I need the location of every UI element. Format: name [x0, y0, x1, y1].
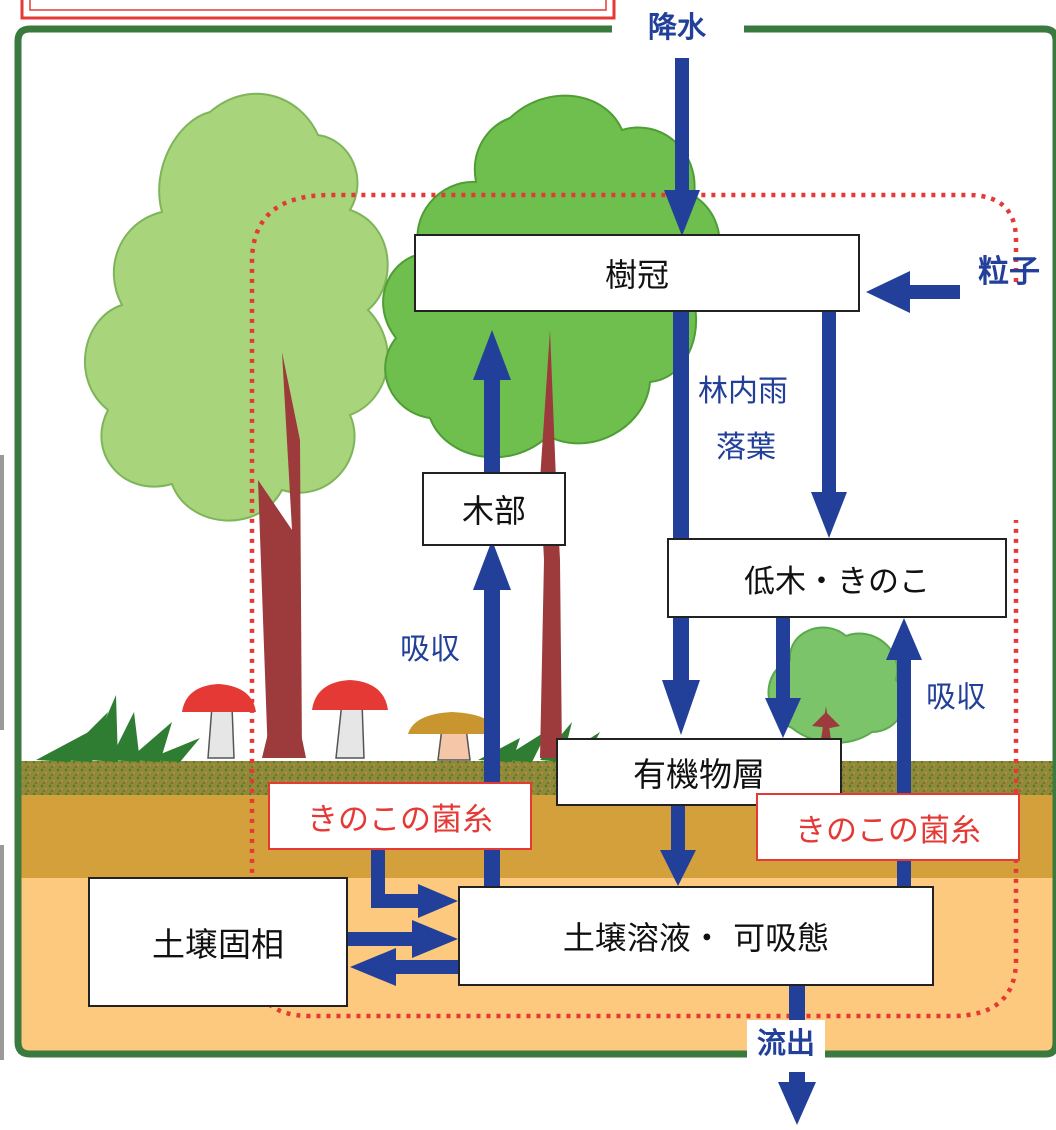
soil-solid-to-solution-arrow: [348, 920, 458, 958]
particles-arrow: [866, 271, 960, 313]
ecosystem-boundary-dotted: [249, 192, 1019, 1019]
left-edge-fragment: [0, 455, 4, 730]
left-edge-fragment: [0, 845, 4, 1060]
left-tree-illustration: [84, 92, 389, 758]
soil-solution-box: 土壌溶液・ 可吸態: [458, 886, 934, 986]
grass-tuft: [36, 695, 200, 762]
header-banner-fragment: [20, 0, 616, 20]
canopy-to-shrub-arrow: [811, 312, 847, 538]
soil-solid-box: 土壌固相: [88, 877, 348, 1007]
particles-label: 粒子: [978, 254, 1040, 290]
outflow-arrow: [778, 986, 816, 1125]
canopy-box: 樹冠: [414, 234, 860, 312]
mushroom-tan: [408, 712, 498, 761]
precipitation-arrow: [664, 58, 700, 236]
mycelium-left-box: きのこの菌糸: [268, 782, 532, 850]
shrub-to-organic-arrow: [765, 618, 801, 738]
wood-to-canopy-arrow: [473, 330, 511, 472]
wood-box: 木部: [422, 472, 566, 546]
litterfall-label: 落葉: [716, 430, 776, 465]
precipitation-label: 降水: [638, 4, 717, 46]
mushroom-red-2: [312, 680, 388, 759]
throughfall-label: 林内雨: [698, 374, 788, 409]
mycelium-right-box: きのこの菌糸: [756, 793, 1020, 861]
soil-solution-to-solid-arrow: [350, 948, 458, 986]
shrub-mushroom-box: 低木・きのこ: [667, 538, 1007, 618]
absorption-right-label: 吸収: [926, 680, 986, 715]
organic-to-soil-arrow: [660, 806, 696, 886]
ecosystem-frame: [14, 25, 1056, 1058]
litter-layer: [18, 761, 1056, 795]
outflow-label: 流出: [747, 1020, 826, 1062]
mushroom-red-1: [182, 684, 256, 759]
mycelium-to-soil-arrow: [371, 850, 458, 918]
absorption-left-label: 吸収: [400, 632, 460, 667]
